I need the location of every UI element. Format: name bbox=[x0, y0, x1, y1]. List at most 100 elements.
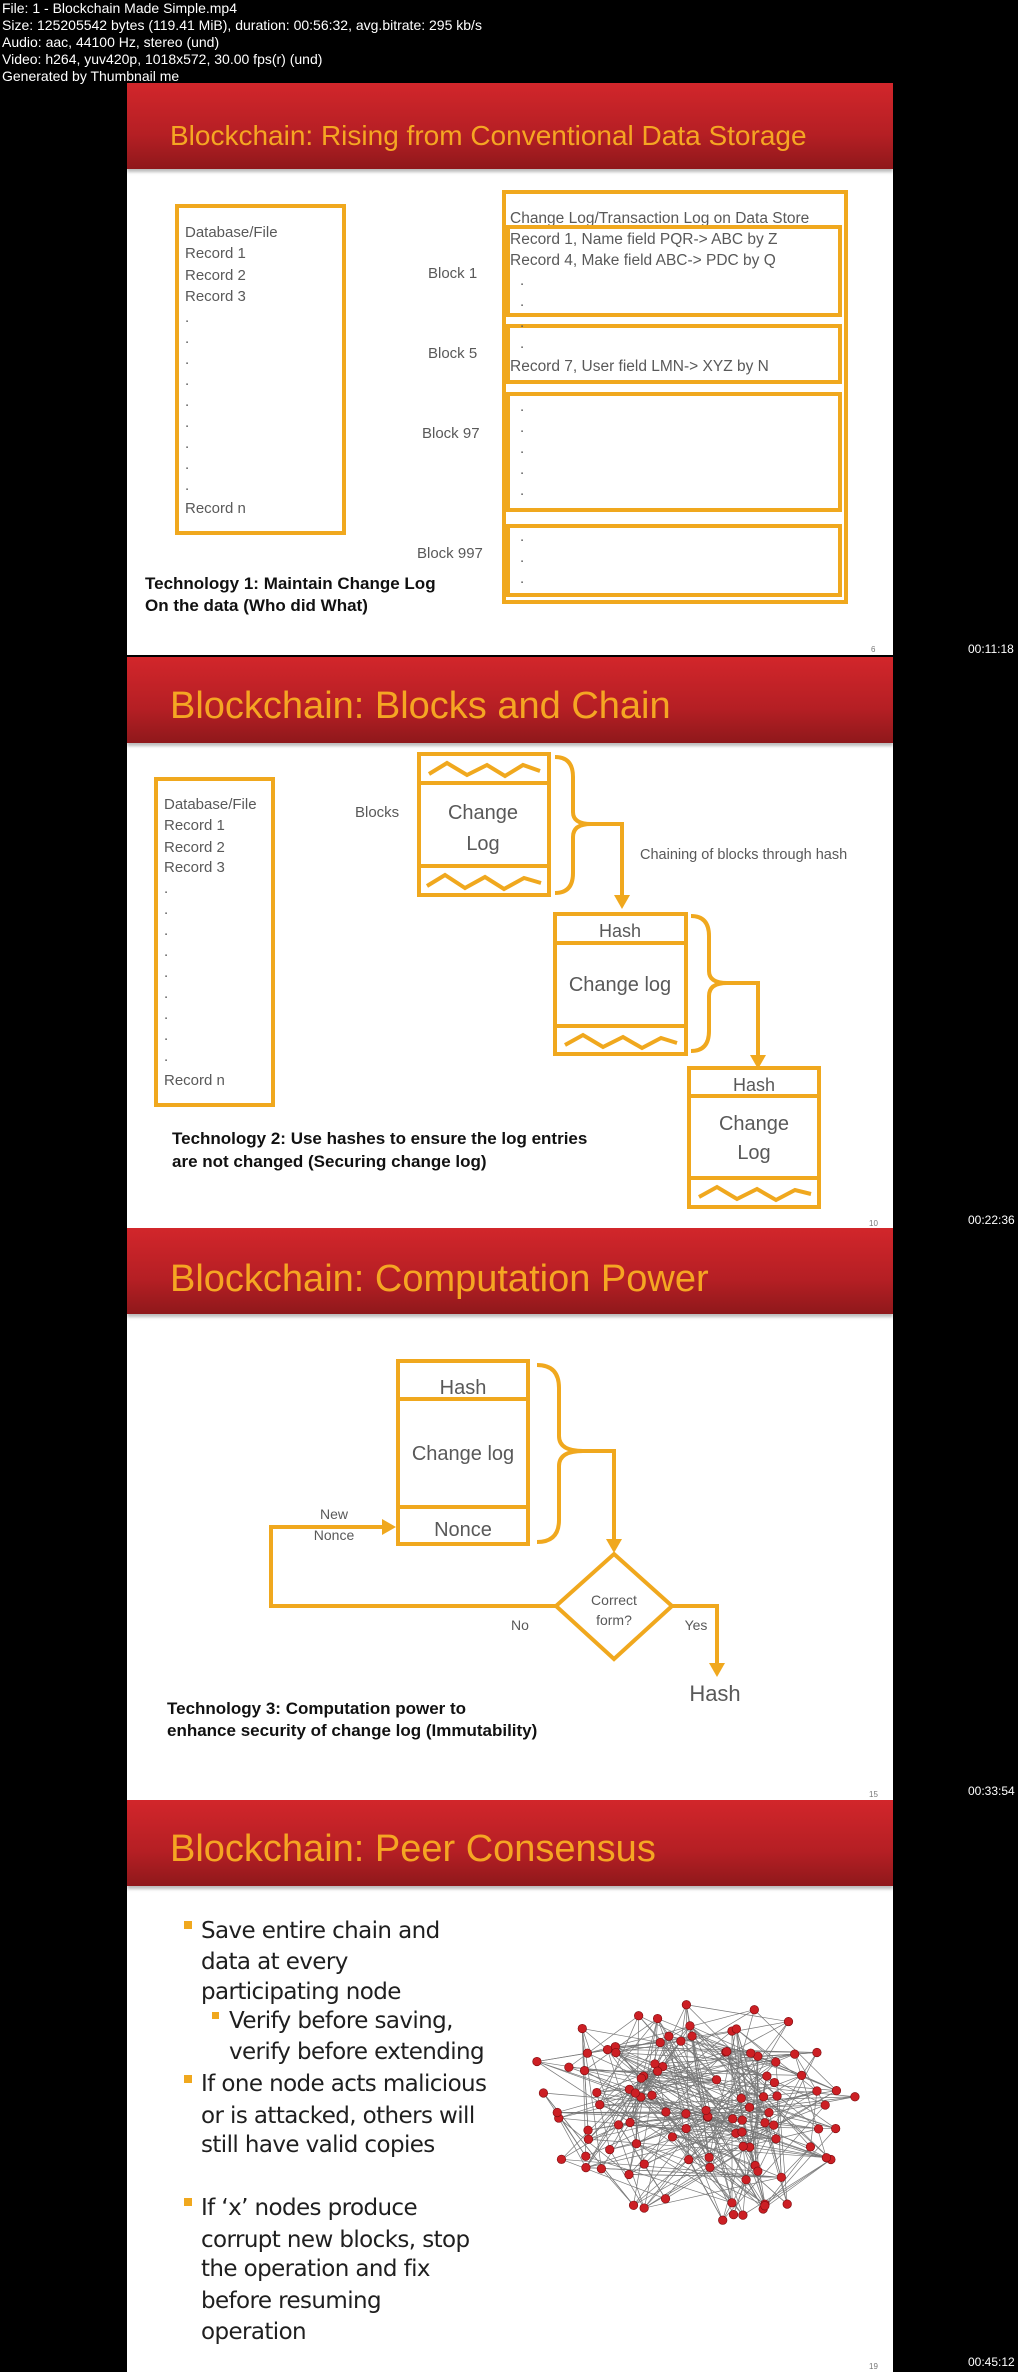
svg-text:.: . bbox=[520, 314, 524, 331]
db-record-last: Record n bbox=[185, 500, 246, 517]
log-entry: Record 7, User field LMN-> XYZ by N bbox=[510, 358, 769, 375]
block: Hash Change log Nonce bbox=[398, 1361, 528, 1544]
svg-text:.: . bbox=[520, 293, 524, 310]
bullet-icon bbox=[184, 2198, 192, 2206]
network-node bbox=[637, 2074, 646, 2083]
svg-text:.: . bbox=[164, 1027, 168, 1044]
result-hash: Hash bbox=[689, 1681, 740, 1706]
log-entry: Record 1, Name field PQR-> ABC by Z bbox=[510, 231, 777, 248]
change-log-header: Change Log/Transaction Log on Data Store bbox=[510, 210, 809, 227]
network-node bbox=[771, 2058, 780, 2067]
peer-network-graph bbox=[533, 2000, 860, 2224]
network-node bbox=[533, 2057, 542, 2066]
svg-text:corrupt new blocks, stop: corrupt new blocks, stop bbox=[201, 2227, 470, 2253]
svg-text:If one node acts malicious: If one node acts malicious bbox=[201, 2071, 486, 2097]
svg-text:data at every: data at every bbox=[201, 1949, 348, 1975]
network-node bbox=[718, 2216, 727, 2225]
svg-text:.: . bbox=[164, 1048, 168, 1065]
db-dots: ......... bbox=[185, 309, 189, 494]
network-node bbox=[629, 2201, 638, 2210]
network-node bbox=[682, 2124, 691, 2133]
svg-text:.: . bbox=[520, 570, 524, 587]
svg-text:Nonce: Nonce bbox=[314, 1527, 355, 1543]
zigzag-icon bbox=[565, 1035, 677, 1048]
block-label: Block 5 bbox=[428, 345, 477, 362]
slide-3-diagram: Hash Change log Nonce Correct form? New … bbox=[127, 1228, 893, 1800]
svg-text:.: . bbox=[520, 335, 524, 352]
network-node bbox=[822, 2153, 831, 2162]
nonce-field: Nonce bbox=[434, 1519, 492, 1541]
timestamp: 00:33:54 bbox=[968, 1784, 1015, 1798]
network-node bbox=[813, 2087, 822, 2096]
svg-text:.: . bbox=[164, 943, 168, 960]
network-edge bbox=[582, 2029, 660, 2043]
svg-text:.: . bbox=[520, 440, 524, 457]
network-node bbox=[656, 2038, 665, 2047]
db-title: Database/File bbox=[185, 224, 278, 241]
page-number: 15 bbox=[869, 1790, 878, 1799]
network-node bbox=[783, 2200, 792, 2209]
svg-text:.: . bbox=[185, 372, 189, 389]
network-node bbox=[739, 2211, 748, 2220]
arrow-icon bbox=[606, 1539, 622, 1553]
svg-text:.: . bbox=[185, 393, 189, 410]
timestamp: 00:45:12 bbox=[968, 2355, 1015, 2369]
network-node bbox=[769, 2121, 778, 2130]
brace-icon bbox=[555, 757, 591, 893]
svg-text:.: . bbox=[185, 330, 189, 347]
brace-icon bbox=[691, 916, 727, 1051]
network-node bbox=[665, 2032, 674, 2041]
svg-text:form?: form? bbox=[596, 1612, 632, 1628]
network-node bbox=[729, 2210, 738, 2219]
svg-text:.: . bbox=[185, 309, 189, 326]
network-node bbox=[832, 2086, 841, 2095]
blocks-label: Blocks bbox=[355, 804, 399, 821]
hash-field: Hash bbox=[440, 1377, 487, 1399]
network-node bbox=[737, 2094, 746, 2103]
network-node bbox=[626, 2118, 635, 2127]
network-node bbox=[584, 2126, 593, 2135]
svg-text:.: . bbox=[164, 880, 168, 897]
network-node bbox=[745, 2103, 754, 2112]
network-node bbox=[595, 2100, 604, 2109]
svg-text:.: . bbox=[164, 922, 168, 939]
network-node bbox=[682, 2109, 691, 2118]
svg-text:.: . bbox=[185, 477, 189, 494]
network-node bbox=[582, 2163, 591, 2172]
block-label: Block 97 bbox=[422, 425, 480, 442]
svg-text:Hash: Hash bbox=[733, 1075, 775, 1095]
network-node bbox=[565, 2063, 574, 2072]
yes-label: Yes bbox=[685, 1617, 708, 1633]
block-c: Hash Change Log bbox=[689, 1068, 819, 1207]
block-b: Hash Change log bbox=[555, 914, 686, 1054]
network-node bbox=[831, 2124, 840, 2133]
network-node bbox=[578, 2024, 587, 2033]
network-node bbox=[661, 2194, 670, 2203]
network-node bbox=[790, 2050, 799, 2059]
db-record-last: Record n bbox=[164, 1072, 225, 1089]
network-node bbox=[750, 2005, 759, 2014]
block-97-box bbox=[508, 394, 840, 510]
no-label: No bbox=[511, 1617, 529, 1633]
network-node bbox=[777, 2173, 786, 2182]
svg-text:operation: operation bbox=[201, 2319, 306, 2345]
sub-bullet-icon bbox=[212, 2012, 219, 2019]
svg-text:.: . bbox=[185, 414, 189, 431]
db-title: Database/File bbox=[164, 796, 257, 813]
network-edge bbox=[765, 2159, 831, 2204]
brace-icon bbox=[537, 1365, 583, 1542]
network-node bbox=[631, 2089, 640, 2098]
network-node bbox=[770, 2078, 779, 2087]
technology-caption: On the data (Who did What) bbox=[145, 596, 368, 615]
svg-text:.: . bbox=[520, 461, 524, 478]
svg-text:Change: Change bbox=[719, 1113, 789, 1135]
network-node bbox=[539, 2089, 548, 2098]
network-node bbox=[686, 2022, 695, 2031]
timestamp: 00:22:36 bbox=[968, 1213, 1015, 1227]
svg-text:.: . bbox=[185, 456, 189, 473]
network-node bbox=[612, 2048, 621, 2057]
network-node bbox=[738, 2116, 747, 2125]
network-node bbox=[706, 2163, 715, 2172]
technology-caption: Technology 3: Computation power to bbox=[167, 1699, 466, 1718]
slide-1: Blockchain: Rising from Conventional Dat… bbox=[127, 83, 893, 655]
